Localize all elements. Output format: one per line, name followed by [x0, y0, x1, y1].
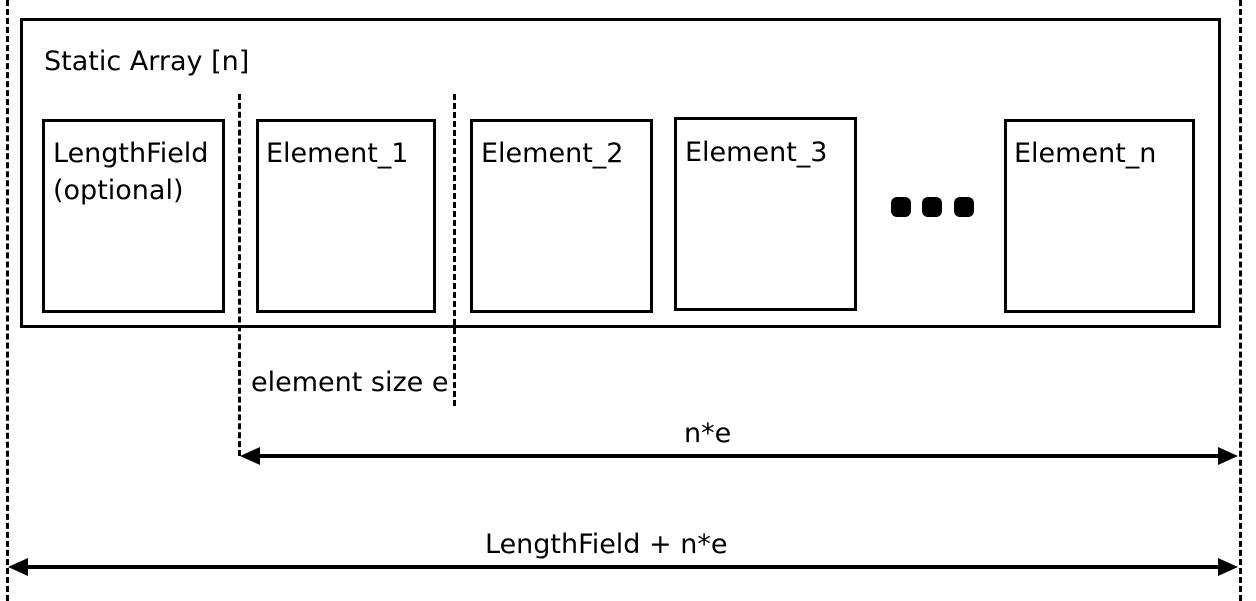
length-field-optional-label: (optional) — [53, 175, 184, 206]
length-field-box — [42, 119, 225, 313]
element-start-dashed-line — [238, 94, 241, 456]
element-1-box — [256, 119, 436, 313]
element-n-label: Element_n — [1014, 138, 1157, 169]
right-boundary-dashed-line — [1239, 0, 1242, 601]
length-field-label: LengthField — [53, 138, 209, 169]
element-2-box — [470, 119, 653, 313]
element-3-label: Element_3 — [685, 137, 828, 168]
element-3-box — [674, 117, 857, 311]
n-times-e-arrow — [240, 447, 1238, 465]
total-length-label: LengthField + n*e — [485, 529, 728, 560]
static-array-title: Static Array [n] — [44, 46, 250, 77]
ellipsis-dot — [922, 197, 942, 217]
element-end-dashed-line — [453, 94, 456, 406]
element-size-label: element size e — [251, 367, 449, 398]
n-times-e-label: n*e — [684, 418, 732, 449]
element-n-box — [1004, 119, 1195, 313]
ellipsis-dot — [954, 197, 974, 217]
ellipsis-dot — [891, 197, 911, 217]
left-boundary-dashed-line — [6, 0, 9, 601]
total-length-arrow — [8, 558, 1238, 576]
element-1-label: Element_1 — [266, 138, 409, 169]
element-2-label: Element_2 — [481, 138, 624, 169]
